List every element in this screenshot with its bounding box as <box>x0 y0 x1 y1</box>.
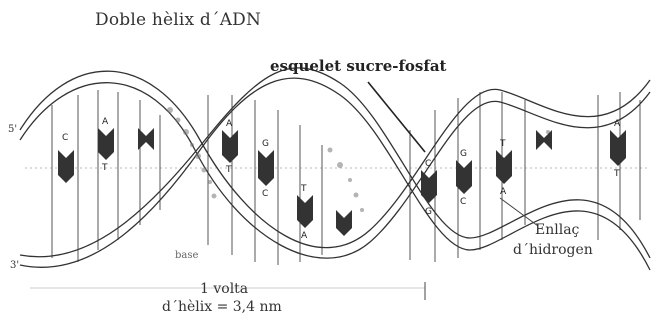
base-letter: T <box>101 163 108 173</box>
turn-label-line2: d´hèlix = 3,4 nm <box>162 299 282 315</box>
base-letter: A <box>614 119 621 129</box>
base-letter: A <box>500 187 507 197</box>
base-letter: C <box>62 133 68 143</box>
backbone-pointer <box>368 82 425 152</box>
rungs <box>52 90 640 265</box>
three-prime-end-label: 3' <box>10 260 19 271</box>
base-letter: G <box>262 139 269 149</box>
turn-label-line1: 1 volta <box>200 281 248 297</box>
base-letter: C <box>262 189 268 199</box>
backbone-label: esquelet sucre-fosfat <box>270 57 446 75</box>
base-letter: A <box>301 231 308 241</box>
base-letter: T <box>499 139 506 149</box>
five-prime-end-label: 5' <box>8 124 17 135</box>
hydrogen-bond-label-line1: Enllaç <box>535 222 579 238</box>
base-letter: T <box>225 165 232 175</box>
base-letter: A <box>226 119 233 129</box>
base-letter: C <box>460 197 466 207</box>
base-letter: T <box>613 169 620 179</box>
base-label: base <box>175 250 198 261</box>
base-letter: T <box>300 184 307 194</box>
base-letter: C <box>425 159 431 169</box>
base-letter: G <box>425 207 432 217</box>
hydrogen-bond-label-line2: d´hidrogen <box>513 242 593 258</box>
base-letter: G <box>460 149 467 159</box>
base-letter: A <box>102 117 109 127</box>
